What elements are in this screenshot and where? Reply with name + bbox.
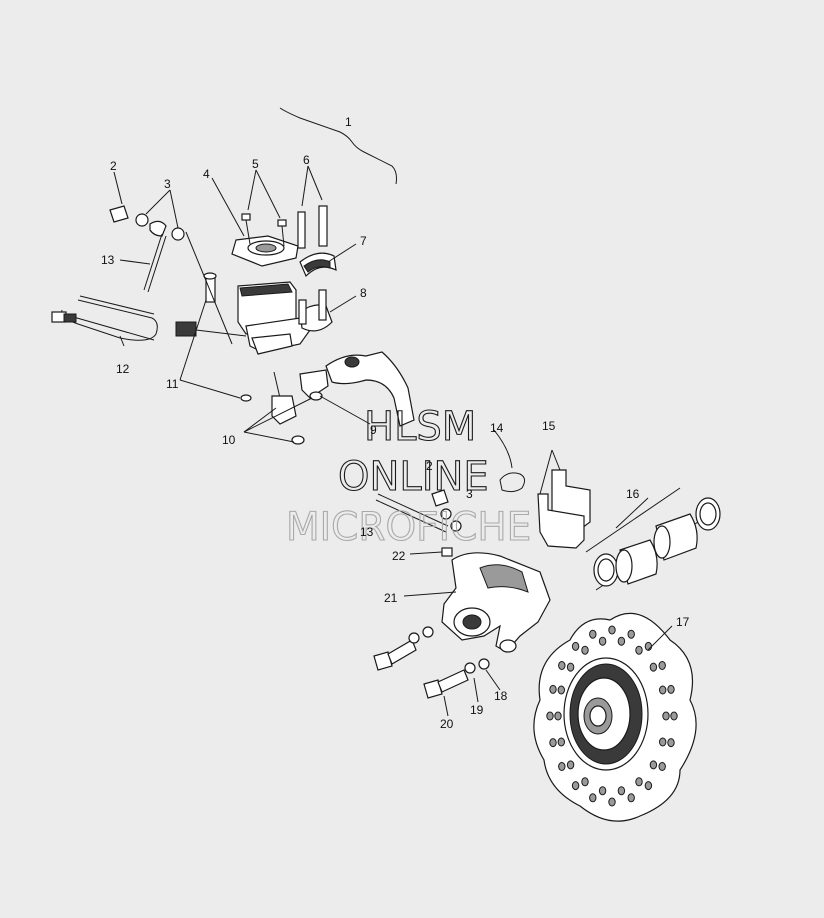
banjo-bolt-upper [109,205,185,241]
callout-2-upper: 2 [110,159,117,173]
callout-21: 21 [384,591,398,605]
mounting-bolts [373,626,501,717]
disc-hole [557,737,565,747]
disc-hole [658,661,666,670]
watermark-line-3: MICROFICHE [286,505,531,550]
disc-hole [589,793,597,803]
screws-5 [241,213,287,247]
assembly-bracket-1 [279,107,397,185]
callout-3-upper: 3 [164,177,171,191]
disc-hole [554,711,562,721]
disc-hole [549,684,557,694]
callout-8: 8 [360,286,367,300]
callout-16: 16 [626,487,640,501]
callout-10: 10 [222,433,236,447]
callout-17: 17 [676,615,690,629]
disc-hole [581,777,589,787]
disc-hole [667,738,675,748]
callout-7: 7 [360,234,367,248]
leader-lines-upper [113,165,371,443]
disc-hole [581,645,589,655]
callout-14: 14 [490,421,504,435]
callout-19: 19 [470,703,484,717]
pad-spring [493,429,526,493]
callout-13-lower: 13 [360,525,374,539]
callout-1: 1 [345,115,352,129]
disc-hole [608,625,616,635]
callout-15: 15 [542,419,556,433]
bleeder-valve [409,547,453,557]
callout-22: 22 [392,549,406,563]
pivot-pin [203,272,252,402]
clamp-upper [299,252,337,278]
switch-harness [51,295,247,341]
brake-disc [533,612,697,822]
master-cylinder-body [237,281,311,355]
disc-hole [566,760,575,770]
disc-hole [627,629,635,639]
callout-13-upper: 13 [101,253,115,267]
disc-hole [667,684,675,694]
brake-line-upper [143,233,167,293]
reservoir-cap [231,235,299,267]
disc-hole [649,760,658,770]
disc-hole [649,662,658,672]
disc-hole [617,636,626,646]
disc-hole [617,786,626,796]
disc-hole [644,781,653,791]
disc-hole [571,641,580,651]
disc-hole [635,645,643,655]
disc-hole [659,685,667,695]
disc-hole [598,636,607,646]
disc-hole [557,685,565,695]
disc-hole [670,711,678,721]
brake-pads [537,449,591,549]
brake-lever [299,351,415,427]
disc-hole [662,711,670,721]
watermark-line-1: HLSM [364,404,476,450]
disc-hole [546,711,554,721]
callout-4: 4 [203,167,210,181]
disc-hole [635,777,643,787]
disc-hole [658,762,666,771]
disc-hole [659,737,667,747]
disc-hole [571,781,580,791]
brake-caliper [403,552,551,653]
switch-bracket [271,371,323,445]
callout-5: 5 [252,157,259,171]
callout-9: 9 [370,423,377,437]
callout-3-lower: 3 [466,487,473,501]
disc-hole [566,662,575,672]
screws-6 [297,205,328,325]
disc-hole [558,661,566,670]
disc-drill-holes [546,625,678,807]
callout-2-lower: 2 [426,459,433,473]
watermark-line-2: ONLINE [338,454,489,500]
disc-hole [549,738,557,748]
callout-18: 18 [494,689,508,703]
callout-11: 11 [166,377,179,391]
banjo-bolt-lower [375,489,462,533]
callout-12: 12 [116,362,130,376]
callout-6: 6 [303,153,310,167]
disc-hole [627,793,635,803]
disc-hole [598,786,607,796]
disc-hole [558,762,566,771]
pistons-and-seals [585,487,721,591]
disc-hole [589,629,597,639]
callout-20: 20 [440,717,454,731]
disc-hole [608,797,616,807]
